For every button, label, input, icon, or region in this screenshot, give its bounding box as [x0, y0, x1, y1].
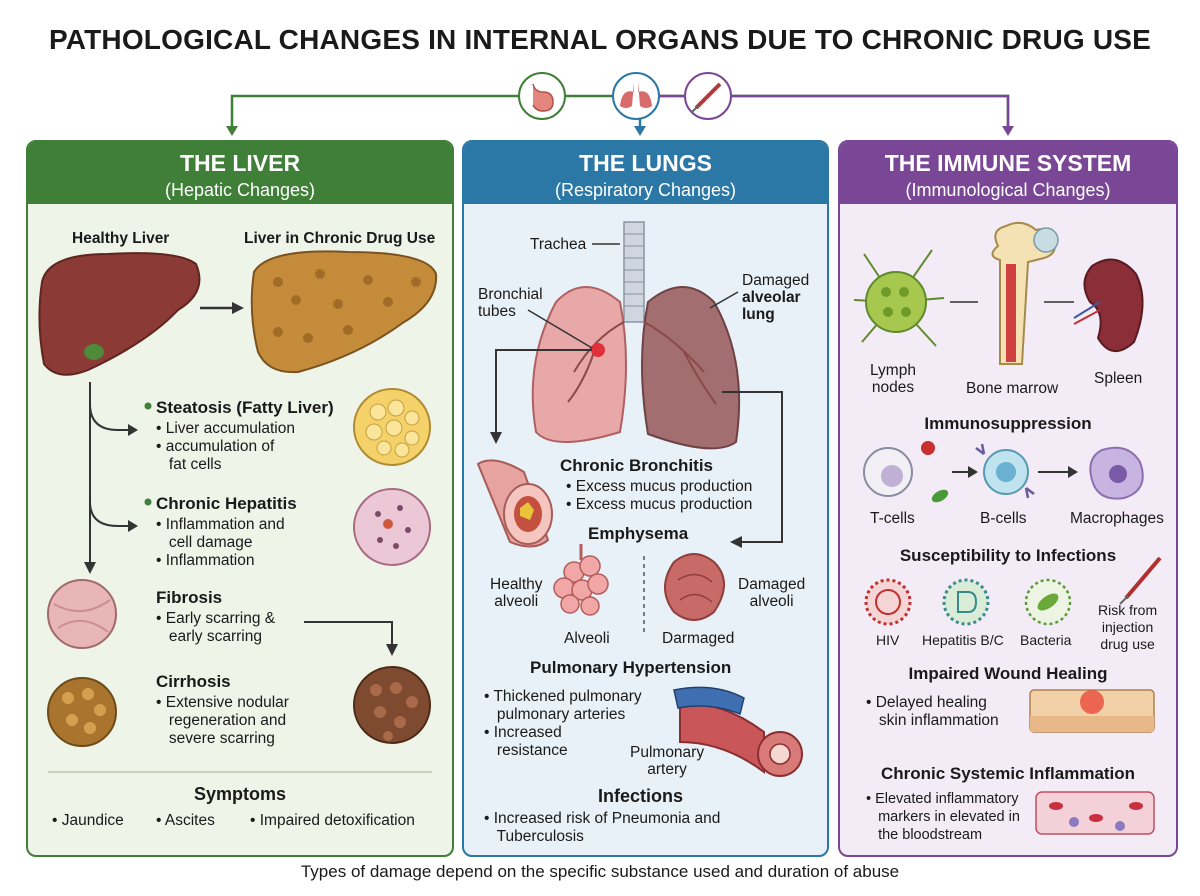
cirrhosis-heading: Cirrhosis: [156, 672, 231, 691]
healthy-liver-label: Healthy Liver: [72, 230, 170, 247]
systemic-bullets: • Elevated inflammatory markers in eleva…: [866, 791, 1020, 843]
hypertension-heading: Pulmonary Hypertension: [530, 658, 732, 677]
liver-header: THE LIVER (Hepatic Changes): [28, 142, 452, 204]
fibrosis-heading: Fibrosis: [156, 588, 223, 607]
wound-bullets: • Delayed healing skin inflammation: [866, 694, 999, 729]
symptoms-heading: Symptoms: [193, 784, 287, 804]
liver-illustrations: [38, 250, 438, 773]
t-cells-label: T-cells: [870, 510, 915, 527]
immune-subtitle: (Immunological Changes): [905, 180, 1111, 200]
page-title: PATHOLOGICAL CHANGES IN INTERNAL ORGANS …: [48, 24, 1152, 55]
immunosuppression-heading: Immunosuppression: [924, 414, 1092, 433]
bronchitis-heading: Chronic Bronchitis: [560, 456, 714, 475]
b-cells-label: B-cells: [980, 510, 1027, 527]
wound-heading: Impaired Wound Healing: [908, 664, 1108, 683]
trachea-label: Trachea: [530, 236, 587, 253]
symptom-ascites: • Ascites: [156, 812, 215, 829]
steatosis-heading: Steatosis (Fatty Liver): [156, 398, 334, 417]
hepatitis-label: Hepatitis B/C: [922, 632, 1004, 648]
syringe-icon: [684, 72, 732, 120]
systemic-heading: Chronic Systemic Inflammation: [880, 764, 1136, 783]
bone-marrow-label: Bone marrow: [966, 380, 1059, 397]
spleen-label: Spleen: [1094, 370, 1143, 387]
bronchitis-bullets: • Excess mucus production• Excess mucus …: [566, 478, 753, 513]
immune-title: THE IMMUNE SYSTEM: [884, 150, 1132, 176]
hepatitis-bullets: • Inflammation and cell damage• Inflamma…: [156, 516, 285, 569]
liver-title: THE LIVER: [179, 150, 301, 176]
stomach-icon: [518, 72, 566, 120]
macrophages-label: Macrophages: [1070, 510, 1164, 527]
infections-heading: Infections: [598, 786, 684, 806]
lungs-title: THE LUNGS: [579, 150, 712, 176]
symptom-detox: • Impaired detoxification: [250, 812, 415, 829]
emphysema-heading: Emphysema: [588, 524, 689, 543]
damaged-liver-label: Liver in Chronic Drug Use: [244, 230, 436, 247]
liver-subtitle: (Hepatic Changes): [164, 180, 316, 200]
immune-panel: THE IMMUNE SYSTEM (Immunological Changes…: [838, 140, 1178, 857]
immune-illustrations: [853, 221, 1162, 835]
lungs-icon: [612, 72, 660, 120]
susceptibility-heading: Susceptibility to Infections: [899, 546, 1117, 565]
steatosis-bullets: • Liver accumulation• accumulation of fa…: [156, 420, 295, 473]
fibrosis-bullets: • Early scarring & early scarring: [156, 610, 276, 645]
infections-bullets: • Increased risk of Pneumonia and Tuberc…: [484, 810, 721, 845]
alveoli-label: Alveoli: [564, 630, 610, 647]
hepatitis-heading: Chronic Hepatitis: [156, 494, 297, 513]
lungs-header: THE LUNGS (Respiratory Changes): [464, 142, 827, 204]
lungs-subtitle: (Respiratory Changes): [554, 180, 737, 200]
immune-header: THE IMMUNE SYSTEM (Immunological Changes…: [840, 142, 1176, 204]
lungs-illustrations: [476, 221, 803, 777]
damaged-alveoli-caption: Darmaged: [662, 630, 735, 647]
cirrhosis-bullets: • Extensive nodular regeneration and sev…: [156, 694, 289, 747]
lungs-panel: THE LUNGS (Respiratory Changes): [462, 140, 829, 857]
symptom-jaundice: • Jaundice: [52, 812, 124, 829]
bacteria-label: Bacteria: [1020, 632, 1072, 648]
footer-note: Types of damage depend on the specific s…: [300, 862, 900, 881]
hypertension-bullets: • Thickened pulmonary pulmonary arteries…: [484, 688, 642, 759]
hiv-label: HIV: [876, 632, 900, 648]
liver-panel: THE LIVER (Hepatic Changes): [26, 140, 454, 857]
